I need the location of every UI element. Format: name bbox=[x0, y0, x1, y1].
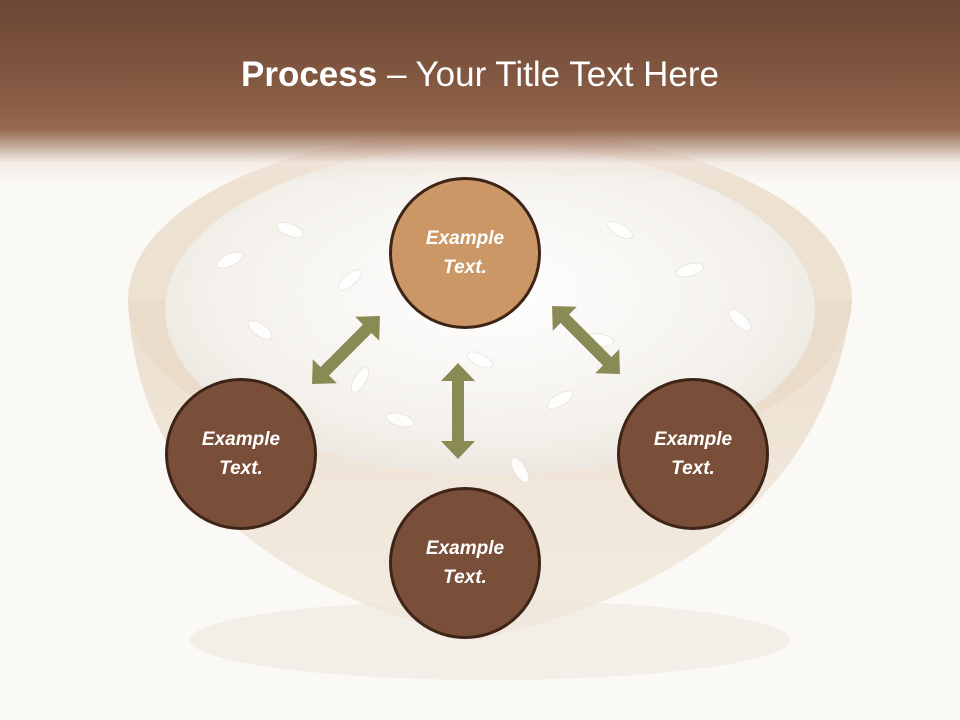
node-right: Example Text. bbox=[617, 378, 769, 530]
slide-title: Process – Your Title Text Here bbox=[0, 52, 960, 98]
double-arrow-top-left bbox=[312, 316, 380, 384]
node-right-line1: Example bbox=[653, 429, 733, 450]
node-top-line2: Text. bbox=[443, 257, 487, 278]
node-left-line1: Example bbox=[201, 429, 281, 450]
node-right-line2: Text. bbox=[671, 458, 715, 479]
title-bold: Process bbox=[241, 55, 378, 94]
title-band bbox=[0, 0, 960, 185]
node-bottom: Example Text. bbox=[389, 487, 541, 639]
double-arrow-top-bottom bbox=[441, 363, 475, 459]
node-left: Example Text. bbox=[165, 378, 317, 530]
node-left-line2: Text. bbox=[219, 458, 263, 479]
node-top-line1: Example bbox=[425, 228, 505, 249]
title-rest: – Your Title Text Here bbox=[377, 55, 719, 94]
double-arrow-top-right bbox=[552, 306, 620, 374]
node-bottom-line1: Example bbox=[425, 538, 505, 559]
node-top: Example Text. bbox=[389, 177, 541, 329]
node-bottom-line2: Text. bbox=[443, 567, 487, 588]
